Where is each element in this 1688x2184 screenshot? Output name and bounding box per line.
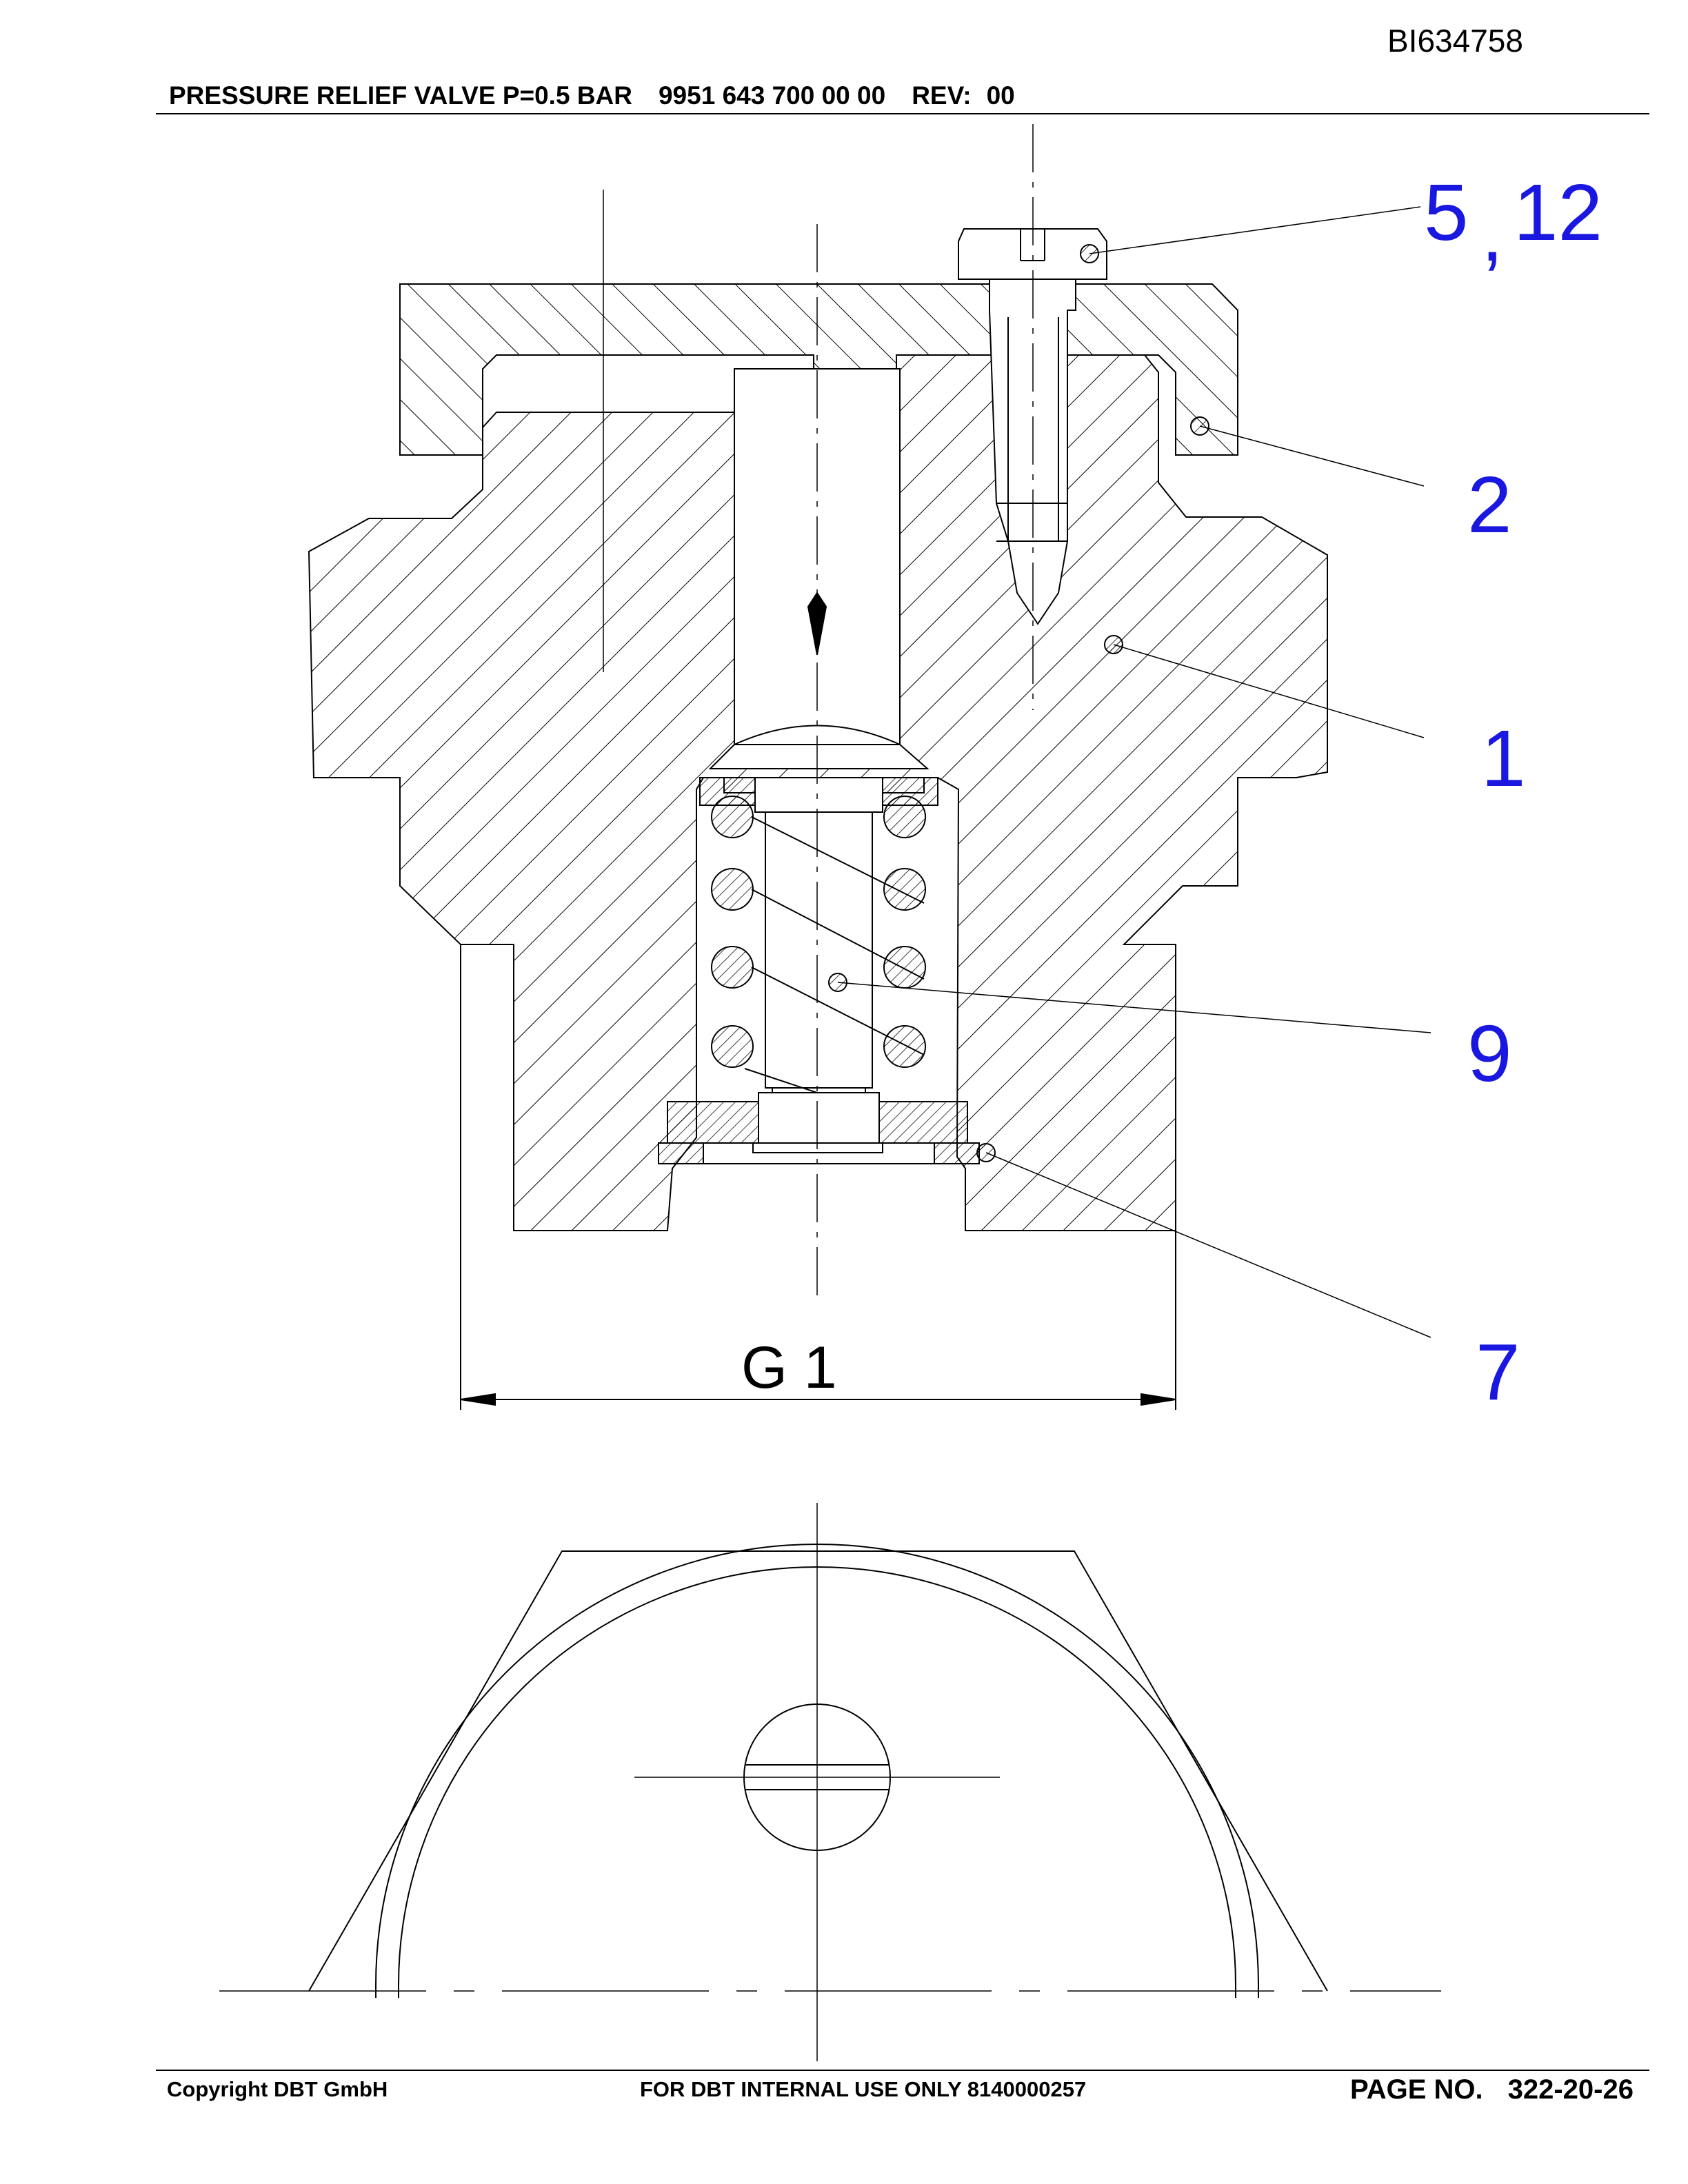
circlip-right [934, 1142, 980, 1164]
document-title: PRESSURE RELIEF VALVE P=0.5 BAR [169, 81, 632, 110]
footer-copyright: Copyright DBT GmbH [167, 2077, 388, 2101]
page-value: 322-20-26 [1507, 2074, 1634, 2105]
rev-value: 00 [986, 81, 1015, 110]
page-header: PRESSURE RELIEF VALVE P=0.5 BAR 9951 643 … [169, 81, 1041, 110]
footer-internal-use: FOR DBT INTERNAL USE ONLY 8140000257 [640, 2077, 1087, 2101]
footer-page-number: PAGE NO. 322-20-26 [1350, 2074, 1634, 2105]
callout-2: 2 [1467, 460, 1512, 549]
part-number: 9951 643 700 00 00 [658, 81, 886, 110]
footer-rule [156, 2070, 1649, 2071]
page-label: PAGE NO. [1350, 2074, 1483, 2105]
screw-head [958, 228, 1107, 280]
bottom-view-outline [308, 1550, 1328, 1992]
header-rule [156, 113, 1649, 114]
callout-comma: , [1481, 188, 1503, 278]
callout-7: 7 [1476, 1327, 1520, 1417]
dimension-label: G 1 [741, 1335, 837, 1401]
callout-5: 5 [1424, 168, 1469, 257]
rev-label: REV: [912, 81, 972, 110]
circlip-left [658, 1142, 704, 1164]
callout-1: 1 [1481, 714, 1526, 803]
callout-9: 9 [1467, 1009, 1512, 1098]
document-id: BI634758 [1387, 23, 1523, 59]
spring-coils [711, 796, 926, 1068]
callout-12: 12 [1514, 168, 1602, 257]
